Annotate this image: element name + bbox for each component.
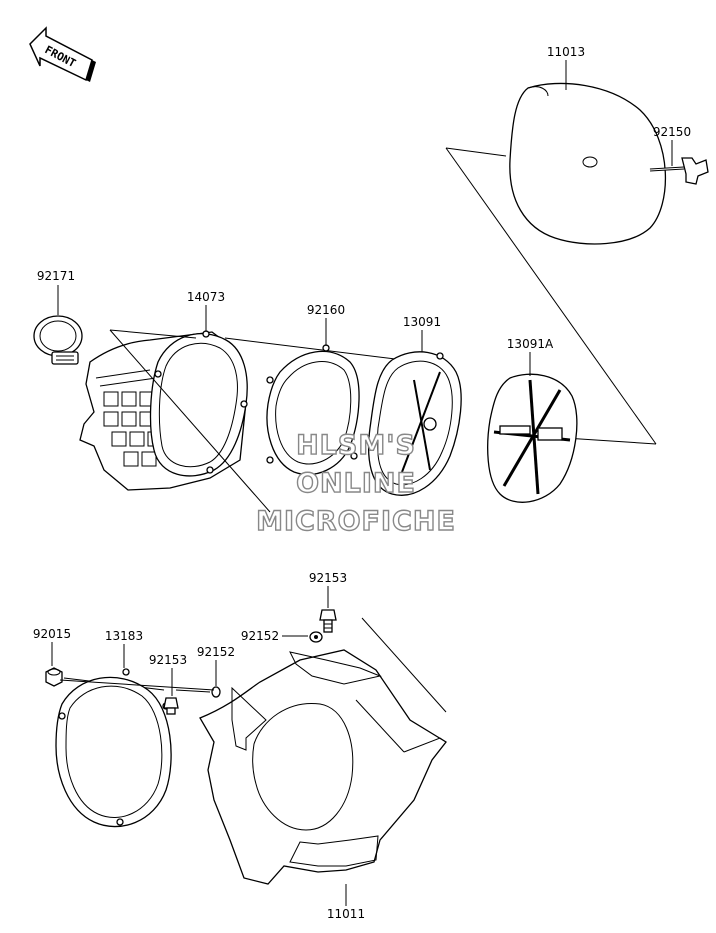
watermark-line1: HLSM'S [296, 430, 416, 461]
watermark-line2: ONLINE [296, 468, 416, 499]
label-14073: 14073 [187, 290, 225, 304]
part-labels: 11013 92150 92171 14073 92160 13091 1309… [33, 45, 691, 921]
part-92153-bolt-lower [163, 697, 179, 715]
label-92160: 92160 [307, 303, 345, 317]
part-13091a-filter-frame [487, 373, 578, 503]
label-11013: 11013 [547, 45, 585, 59]
label-92150: 92150 [653, 125, 691, 139]
label-13091a: 13091A [507, 337, 554, 351]
part-14073-gasket [149, 330, 248, 477]
label-92153-upper: 92153 [309, 571, 347, 585]
front-arrow-icon: FRONT [29, 26, 96, 82]
watermark: HLSM'S ONLINE MICROFICHE [255, 429, 456, 537]
part-92153-bolt-upper [319, 609, 337, 633]
label-13091: 13091 [403, 315, 441, 329]
label-92171: 92171 [37, 269, 75, 283]
part-11011-air-box [199, 649, 447, 885]
label-92015: 92015 [33, 627, 71, 641]
part-11013-air-filter [509, 82, 666, 245]
part-13091-filter-holder [367, 351, 462, 496]
label-13183: 13183 [105, 629, 143, 643]
part-92152-washer-lower [211, 686, 221, 698]
part-92152-washer-upper [309, 631, 323, 643]
label-92152-lower: 92152 [197, 645, 235, 659]
watermark-line3: MICROFICHE [256, 506, 456, 537]
part-13183-plate [55, 668, 172, 828]
part-92150-wing-bolt [649, 157, 709, 185]
label-11011: 11011 [327, 907, 365, 921]
part-92171-clamp [33, 315, 83, 365]
label-92153-lower: 92153 [149, 653, 187, 667]
label-92152-upper: 92152 [241, 629, 279, 643]
part-92160-seal [266, 344, 360, 476]
part-92015-nut [45, 667, 63, 687]
